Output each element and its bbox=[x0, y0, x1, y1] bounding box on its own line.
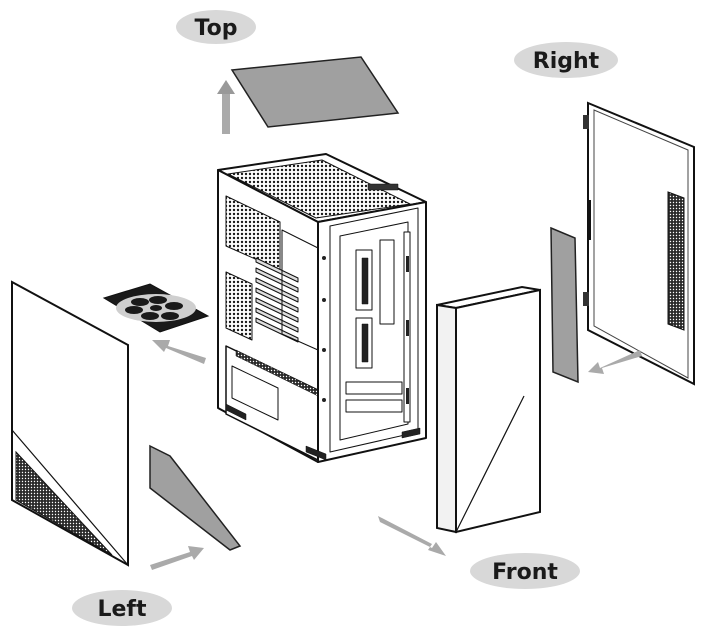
label-front: Front bbox=[470, 553, 580, 589]
label-right-text: Right bbox=[533, 49, 600, 74]
left-dust-filter bbox=[149, 444, 242, 551]
arrow-left-icon bbox=[152, 340, 206, 364]
label-top-text: Top bbox=[195, 16, 238, 41]
label-top: Top bbox=[176, 10, 256, 44]
arrow-up-icon bbox=[217, 80, 235, 134]
top-dust-filter bbox=[230, 56, 400, 128]
left-side-panel bbox=[11, 280, 129, 567]
label-left-pill bbox=[72, 590, 172, 626]
arrow-left-bottom-icon bbox=[150, 546, 204, 570]
label-top-pill bbox=[176, 10, 256, 44]
pc-chassis bbox=[217, 153, 427, 463]
label-right: Right bbox=[514, 42, 618, 78]
pci-slots bbox=[255, 257, 299, 343]
arrow-right-icon bbox=[588, 350, 642, 374]
left-panel-vent bbox=[15, 450, 113, 556]
fan-filter bbox=[102, 283, 210, 333]
label-front-pill bbox=[470, 553, 580, 589]
arrow-front-icon bbox=[378, 516, 446, 556]
rear-vent-lower bbox=[225, 271, 253, 341]
front-panel bbox=[436, 285, 541, 534]
label-right-pill bbox=[514, 42, 618, 78]
label-left: Left bbox=[72, 590, 172, 626]
label-front-text: Front bbox=[492, 560, 558, 585]
right-side-panel bbox=[583, 101, 695, 386]
right-panel-vent bbox=[667, 191, 685, 331]
label-left-text: Left bbox=[97, 597, 147, 622]
right-dust-filter bbox=[550, 226, 579, 384]
